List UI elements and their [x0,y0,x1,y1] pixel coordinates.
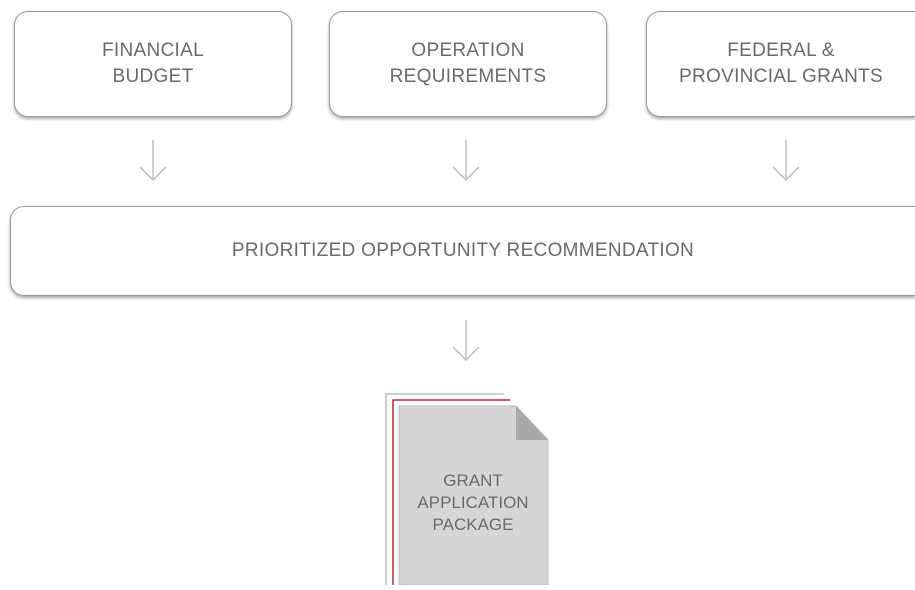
down-arrow-icon [451,318,481,364]
prioritized-recommendation-label: PRIORITIZED OPPORTUNITY RECOMMENDATION [231,240,695,261]
down-arrow-icon [138,138,168,184]
operation-requirements-label: OPERATION REQUIREMENTS [389,40,547,87]
financial-budget-box: FINANCIAL BUDGET [14,11,292,117]
down-arrow-icon [451,138,481,184]
federal-provincial-grants-label: FEDERAL & PROVINCIAL GRANTS [679,40,883,87]
document-stack-icon [384,388,564,586]
financial-budget-label: FINANCIAL BUDGET [102,40,204,87]
federal-provincial-grants-box: FEDERAL & PROVINCIAL GRANTS [646,11,915,117]
operation-requirements-box: OPERATION REQUIREMENTS [329,11,607,117]
down-arrow-icon [771,138,801,184]
grant-application-package-label: GRANT APPLICATION PACKAGE [417,471,529,534]
prioritized-recommendation-box: PRIORITIZED OPPORTUNITY RECOMMENDATION [10,206,915,296]
